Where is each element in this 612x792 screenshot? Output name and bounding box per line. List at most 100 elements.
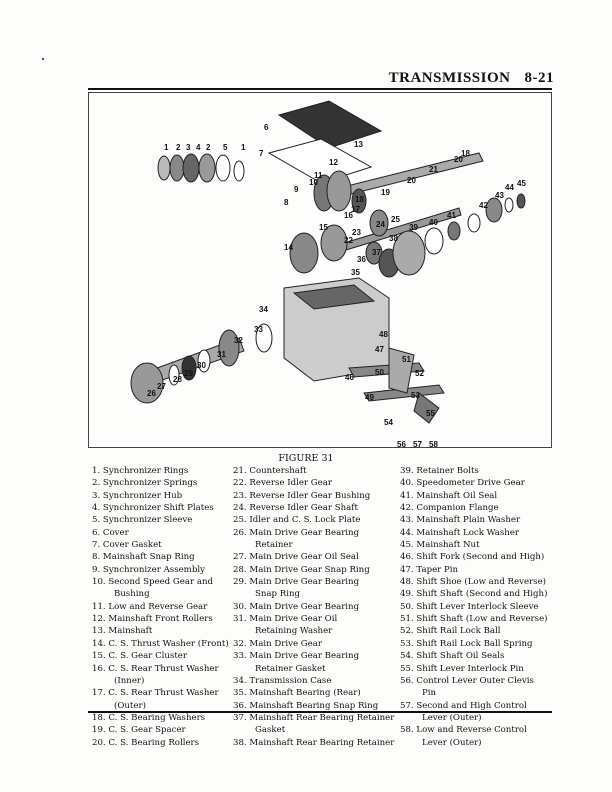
legend-item: 43. Mainshaft Plain Washer <box>400 515 521 526</box>
legend-item: 40. Speedometer Drive Gear <box>400 478 525 489</box>
legend-item: 29. Main Drive Gear Bearing <box>233 577 360 588</box>
legend-item: 32. Main Drive Gear <box>233 638 322 649</box>
transmission-drawing <box>130 100 526 424</box>
legend-item: 13. Mainshaft <box>92 626 153 637</box>
gear-cluster <box>289 232 319 274</box>
legend-item: 19. C. S. Gear Spacer <box>92 725 186 736</box>
callout-number: 17 <box>351 205 360 214</box>
legend-item: 31. Main Drive Gear Oil <box>233 614 338 625</box>
legend-item: 12. Mainshaft Front Rollers <box>92 614 213 625</box>
callout-number: 36 <box>357 255 366 264</box>
callout-number: 2 <box>176 143 181 152</box>
footer-rule <box>88 711 552 713</box>
legend-item: Pin <box>422 688 437 699</box>
legend-item: 18. C. S. Bearing Washers <box>92 712 206 723</box>
callout-number: 15 <box>319 223 328 232</box>
callout-number: 24 <box>376 220 385 229</box>
callout-number: 25 <box>391 215 400 224</box>
callout-number: 5 <box>223 143 228 152</box>
callout-number: 52 <box>415 369 424 378</box>
legend-item: 16. C. S. Rear Thrust Washer <box>92 663 219 674</box>
legend-item: 46. Shift Fork (Second and High) <box>400 552 545 563</box>
callout-number: 1 <box>164 143 169 152</box>
legend-item: 15. C. S. Gear Cluster <box>92 651 188 662</box>
legend-item: (Inner) <box>114 675 145 686</box>
callout-number: 32 <box>234 336 243 345</box>
legend-item: 22. Reverse Idler Gear <box>233 478 332 489</box>
callout-number: 54 <box>384 418 393 427</box>
legend-item: 33. Main Drive Gear Bearing <box>233 651 360 662</box>
callout-number: 9 <box>294 185 299 194</box>
legend-item: 49. Shift Shaft (Second and High) <box>400 589 548 600</box>
callout-number: 56 <box>397 440 406 449</box>
callout-number: 43 <box>495 191 504 200</box>
callout-number: 38 <box>389 234 398 243</box>
callout-number: 11 <box>314 171 323 180</box>
callout-number: 6 <box>264 123 269 132</box>
callout-number: 41 <box>447 211 456 220</box>
legend-item: 7. Cover Gasket <box>92 540 162 551</box>
legend-column-3: 39. Retainer Bolts 40. Speedometer Drive … <box>400 465 548 749</box>
callout-number: 2 <box>206 143 211 152</box>
legend-item: 52. Shift Rail Lock Ball <box>400 626 501 637</box>
callout-number: 3 <box>186 143 191 152</box>
legend-item: 4. Synchronizer Shift Plates <box>92 503 214 514</box>
legend-item: Lever (Outer) <box>422 737 482 748</box>
companion-flange <box>485 197 503 223</box>
callout-number: 50 <box>375 368 384 377</box>
cover <box>277 100 383 149</box>
legend-item: 36. Mainshaft Bearing Snap Ring <box>233 700 379 711</box>
callout-number: 21 <box>429 165 438 174</box>
callout-number: 23 <box>352 228 361 237</box>
legend-item: 35. Mainshaft Bearing (Rear) <box>233 688 361 699</box>
legend-item: 11. Low and Reverse Gear <box>92 601 208 612</box>
legend-item: 51. Shift Shaft (Low and Reverse) <box>400 614 548 625</box>
legend-item: Retainer <box>255 540 293 551</box>
legend-item: 8. Mainshaft Snap Ring <box>92 552 195 563</box>
callout-number: 18 <box>461 149 470 158</box>
legend-item: 30. Main Drive Gear Bearing <box>233 601 360 612</box>
legend-item: 5. Synchronizer Sleeve <box>92 515 193 526</box>
sync-hub <box>169 154 185 182</box>
legend-item: 37. Mainshaft Rear Bearing Retainer <box>233 712 395 723</box>
legend-item: 24. Reverse Idler Gear Shaft <box>233 503 358 514</box>
callout-number: 20 <box>454 155 463 164</box>
callout-number: 1 <box>241 143 246 152</box>
callout-number: 12 <box>329 158 338 167</box>
legend-item: Retaining Washer <box>255 626 333 637</box>
callout-number: 4 <box>196 143 201 152</box>
legend-item: 26. Main Drive Gear Bearing <box>233 527 360 538</box>
legend-item: (Outer) <box>114 700 146 711</box>
legend-item: 50. Shift Lever Interlock Sleeve <box>400 601 539 612</box>
callout-number: 18 <box>355 195 364 204</box>
legend-item: 47. Taper Pin <box>400 564 459 575</box>
callout-number: 28 <box>173 375 182 384</box>
callout-number: 20 <box>407 176 416 185</box>
legend-item: 41. Mainshaft Oil Seal <box>400 490 498 501</box>
legend-item: 6. Cover <box>92 527 129 538</box>
callout-number: 35 <box>351 268 360 277</box>
sync-ring <box>157 155 171 181</box>
legend-item: 48. Shift Shoe (Low and Reverse) <box>400 577 547 588</box>
legend-item: 58. Low and Reverse Control <box>400 725 527 736</box>
legend-item: 39. Retainer Bolts <box>400 466 479 476</box>
legend-item: 21. Countershaft <box>233 466 307 476</box>
legend-item: 14. C. S. Thrust Washer (Front) <box>92 638 229 649</box>
callout-number: 42 <box>479 201 488 210</box>
legend-item: Retainer Gasket <box>255 663 326 674</box>
legend-item: 44. Mainshaft Lock Washer <box>400 527 520 538</box>
callout-number: 48 <box>379 330 388 339</box>
callout-number: 16 <box>344 211 353 220</box>
legend-item: Snap Ring <box>255 589 301 600</box>
callout-number: 10 <box>309 178 318 187</box>
legend-item: 3. Synchronizer Hub <box>92 490 183 501</box>
legend-item: Bushing <box>114 589 150 600</box>
legend-item: 28. Main Drive Gear Snap Ring <box>233 564 370 575</box>
callout-number: 19 <box>381 188 390 197</box>
legend-item: 10. Second Speed Gear and <box>92 577 213 588</box>
callout-number: 26 <box>147 389 156 398</box>
legend-item: 23. Reverse Idler Gear Bushing <box>233 490 371 501</box>
legend-item: 27. Main Drive Gear Oil Seal <box>233 552 359 563</box>
